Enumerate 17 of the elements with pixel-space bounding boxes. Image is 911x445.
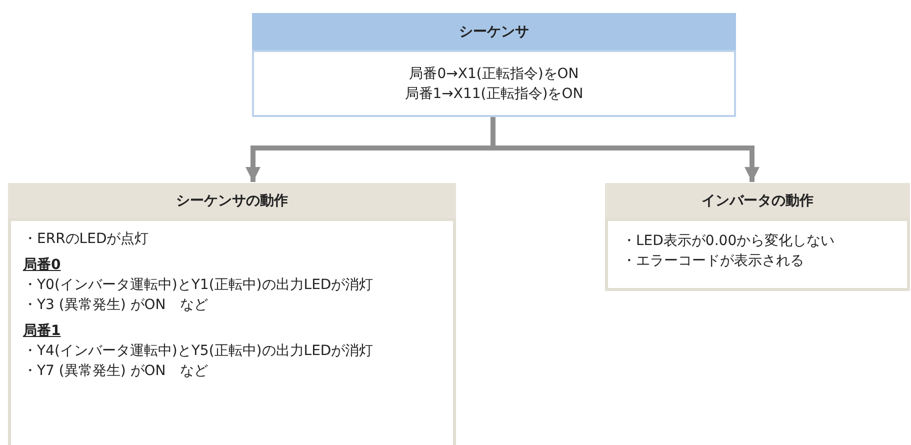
box-heading: インバータの動作 (702, 192, 814, 210)
body-text: ・ERRのLEDが点灯 (23, 231, 149, 247)
section-heading: 局番1 (23, 322, 61, 341)
body-text: ・エラーコードが表示される (622, 253, 804, 269)
box-heading: シーケンサ (459, 22, 529, 40)
body-text: 局番1→X11(正転指令)をON (404, 86, 584, 102)
body-text: ・Y7 (異常発生) がON など (23, 363, 208, 379)
box-heading: シーケンサの動作 (176, 192, 288, 210)
process-box (8, 183, 456, 445)
body-text: ・Y4(インバータ運転中)とY5(正転中)の出力LEDが消灯 (23, 343, 374, 359)
process-box (252, 13, 736, 117)
process-box (605, 183, 910, 291)
body-text: ・LED表示が0.00から変化しない (622, 233, 835, 249)
body-text: ・Y3 (異常発生) がON など (23, 297, 208, 313)
body-text: 局番0→X1(正転指令)をON (409, 66, 579, 82)
section-heading: 局番0 (23, 256, 61, 275)
body-text: ・Y0(インバータ運転中)とY1(正転中)の出力LEDが消灯 (23, 277, 374, 293)
